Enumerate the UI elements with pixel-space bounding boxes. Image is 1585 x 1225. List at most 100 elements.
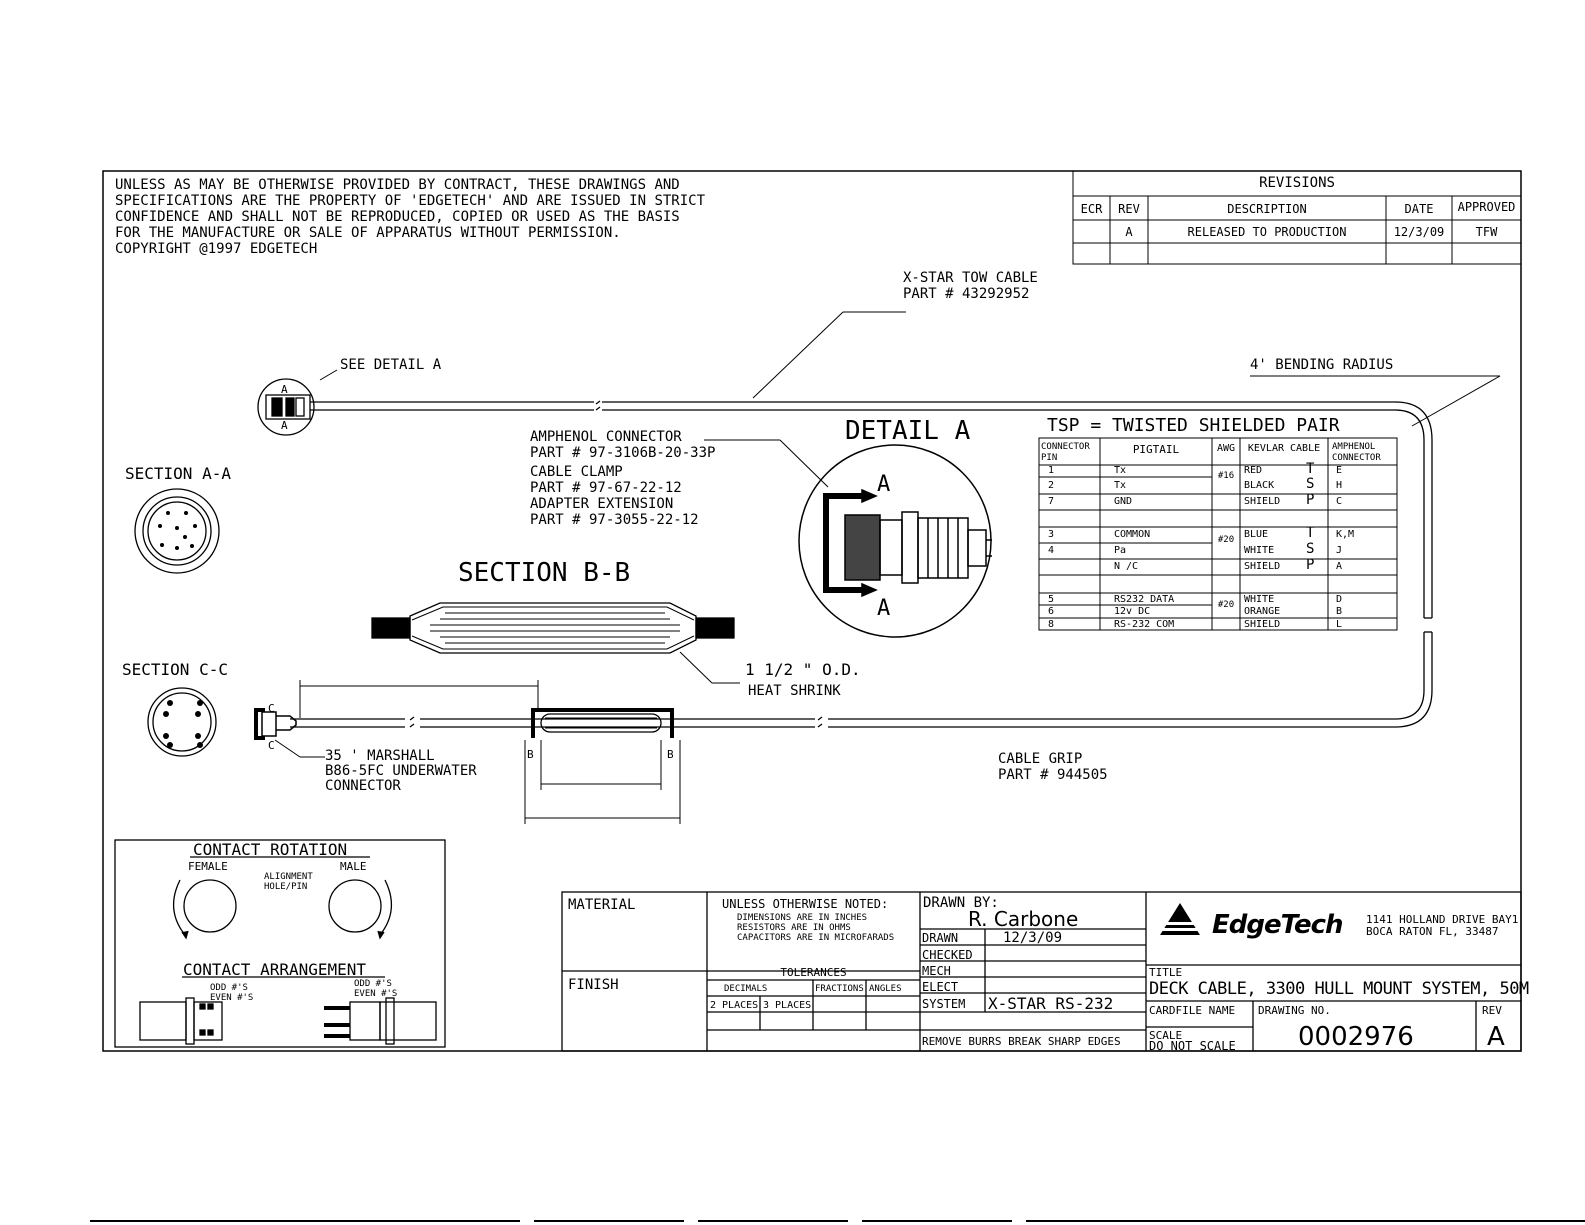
pin-table-lines	[1038, 437, 1398, 631]
pin-header: AMPHENOL CONNECTOR	[1332, 442, 1381, 463]
drawn-by-label: DRAWN BY:	[923, 895, 999, 911]
drawn-date: 12/3/09	[1003, 930, 1063, 946]
places3-label: 3 PLACES	[763, 1000, 812, 1011]
pin-table-cell: SHIELD	[1244, 496, 1281, 507]
drawn-by-name: R. Carbone	[968, 907, 1079, 931]
mech-label: MECH	[922, 964, 951, 978]
adapter-part: PART # 97-3055-22-12	[530, 512, 699, 528]
company-address: 1141 HOLLAND DRIVE BAY1	[1366, 913, 1519, 926]
pin-table-cell: N /C	[1114, 561, 1139, 572]
rev-label: REV	[1482, 1004, 1502, 1017]
pin-table-cell: K,M	[1336, 529, 1355, 540]
even-label: EVEN #'S	[210, 993, 254, 1003]
cable-grip-label: CABLE GRIP	[998, 751, 1083, 767]
remove-burrs-note: REMOVE BURRS BREAK SHARP EDGES	[922, 1035, 1121, 1048]
alignment-label: HOLE/PIN	[264, 882, 308, 892]
pin-table-cell: S	[1306, 541, 1315, 557]
pin-header: CONNECTOR PIN	[1041, 442, 1090, 463]
pin-table-cell: A	[1336, 561, 1343, 572]
drawing-number: 0002976	[1298, 1022, 1414, 1052]
pin-table-cell: SHIELD	[1244, 561, 1281, 572]
pin-table-cell: T	[1306, 525, 1315, 541]
section-mark: B	[527, 748, 534, 761]
finish-label: FINISH	[568, 977, 619, 993]
pin-table-cell: #16	[1217, 471, 1235, 481]
pin-table-cell: RS232 DATA	[1114, 594, 1175, 605]
company-address: BOCA RATON FL, 33487	[1366, 925, 1499, 938]
contact-box-lines	[114, 839, 446, 1048]
rev-cell: RELEASED TO PRODUCTION	[1187, 225, 1347, 239]
notice-line: FOR THE MANUFACTURE OR SALE OF APPARATUS…	[115, 225, 621, 241]
rev-header-rev: REV	[1118, 202, 1140, 216]
rev-cell: TFW	[1475, 225, 1498, 239]
cable-grip-part: PART # 944505	[998, 767, 1108, 783]
pin-table-cell: #20	[1217, 600, 1235, 610]
section-cc-title: SECTION C-C	[122, 660, 228, 679]
section-bb-view	[371, 602, 735, 654]
decimals-label: DECIMALS	[724, 984, 768, 994]
pin-table-cell: B	[1336, 606, 1343, 617]
pin-table-cell: L	[1336, 619, 1343, 630]
title-block-lines	[561, 891, 1522, 1052]
pin-table-cell: S	[1306, 476, 1315, 492]
pin-table-cell: Pa	[1114, 545, 1127, 556]
pin-table-cell: COMMON	[1114, 529, 1151, 540]
tow-cable	[290, 400, 1433, 728]
pin-table-cell: 8	[1048, 619, 1055, 630]
pin-table-cell: E	[1336, 465, 1343, 476]
cardfile-label: CARDFILE NAME	[1149, 1004, 1236, 1017]
drawing-no-label: DRAWING NO.	[1258, 1004, 1331, 1017]
capacitors-note: CAPACITORS ARE IN MICROFARADS	[737, 933, 895, 943]
edgetech-logo-mark	[1160, 903, 1208, 935]
pin-table-cell: 4	[1048, 545, 1055, 556]
angles-label: ANGLES	[869, 984, 902, 994]
pin-table-cell: H	[1336, 480, 1343, 491]
material-label: MATERIAL	[568, 897, 636, 913]
places2-label: 2 PLACES	[710, 1000, 759, 1011]
notice-line: CONFIDENCE AND SHALL NOT BE REPRODUCED, …	[115, 209, 680, 225]
pin-table-title: TSP = TWISTED SHIELDED PAIR	[1047, 415, 1340, 436]
pin-table-cell: WHITE	[1244, 594, 1275, 605]
adapter-label: ADAPTER EXTENSION	[530, 496, 674, 512]
rev-header-ecr: ECR	[1080, 202, 1103, 216]
pin-header: PIGTAIL	[1132, 443, 1180, 456]
section-mark: C	[268, 702, 275, 715]
drawing-title: DECK CABLE, 3300 HULL MOUNT SYSTEM, 50M	[1149, 979, 1529, 999]
pin-table-cell: 7	[1048, 496, 1055, 507]
fractions-label: FRACTIONS	[815, 984, 864, 994]
pin-header: AWG	[1216, 443, 1236, 454]
see-detail-label: SEE DETAIL A	[340, 357, 442, 373]
male-label: MALE	[340, 860, 367, 873]
revisions-table-lines	[1072, 170, 1522, 265]
notice-line: SPECIFICATIONS ARE THE PROPERTY OF 'EDGE…	[115, 193, 706, 209]
rev-cell: A	[1125, 225, 1133, 239]
notice-line: UNLESS AS MAY BE OTHERWISE PROVIDED BY C…	[115, 177, 680, 193]
amphenol-label: AMPHENOL CONNECTOR	[530, 429, 682, 445]
section-cc-view	[147, 687, 217, 757]
section-bb-title: SECTION B-B	[458, 558, 631, 588]
female-label: FEMALE	[188, 860, 228, 873]
pin-table-cell: ORANGE	[1244, 606, 1281, 617]
resistors-note: RESISTORS ARE IN OHMS	[737, 923, 851, 933]
detail-a-callout	[257, 378, 315, 436]
pin-table-cell: SHIELD	[1244, 619, 1281, 630]
rev-header-description: DESCRIPTION	[1227, 202, 1307, 216]
marshall-label: 35 ' MARSHALL	[325, 748, 435, 764]
rev-value: A	[1487, 1022, 1505, 1052]
scale-label: SCALE	[1149, 1029, 1183, 1042]
rev-header-approved: APPROVED	[1457, 200, 1516, 214]
company-logo-text: EdgeTech	[1212, 910, 1344, 940]
section-mark: C	[268, 739, 275, 752]
marshall-label: B86-5FC UNDERWATER	[325, 763, 477, 779]
section-mark: A	[281, 383, 288, 396]
notice-line: COPYRIGHT @1997 EDGETECH	[115, 241, 318, 257]
tolerances-label: TOLERANCES	[780, 966, 847, 979]
heat-shrink-od: 1 1/2 " O.D.	[745, 660, 861, 679]
pin-table-cell: J	[1336, 545, 1343, 556]
checked-label: CHECKED	[922, 948, 973, 962]
pin-table-cell: 12v DC	[1114, 606, 1151, 617]
pin-table-cell: Tx	[1114, 480, 1127, 491]
detail-a-mark: A	[877, 596, 891, 621]
pin-table-cell: BLUE	[1244, 529, 1269, 540]
